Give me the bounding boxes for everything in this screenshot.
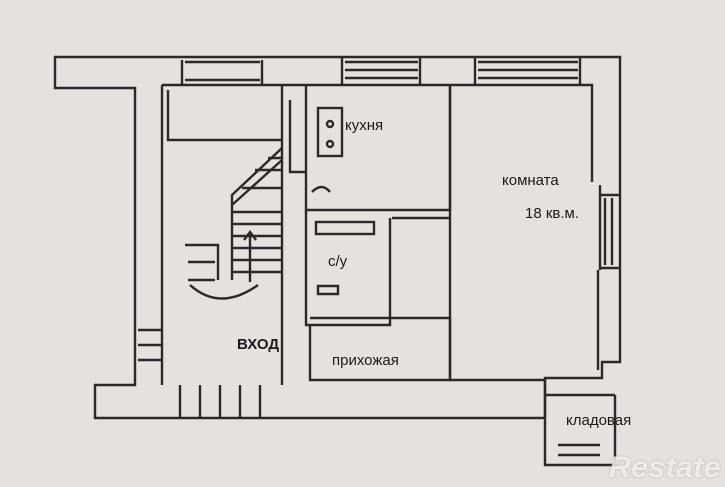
room-label-living: комната [502,172,559,189]
kitchen-wall [304,85,452,212]
stair-arrow [243,230,257,282]
window-right [600,193,620,270]
storage-door [558,443,600,457]
door-divider [310,216,450,320]
bath-tub [314,220,376,236]
room-label-bathroom: с/у [328,253,348,270]
window-top-left [180,60,264,85]
window-top-mid [340,57,422,85]
window-top-right [473,57,582,85]
room-label-kitchen: кухня [345,117,384,134]
sink [311,185,331,193]
hallway-wall [308,318,452,382]
stairwell-inner-wall [166,90,282,142]
toilet [316,284,340,296]
storage-wall [543,393,617,467]
stair-landing [185,243,220,282]
room-area-living: 18 кв.м. [525,205,580,222]
kitchen-stove [316,106,344,158]
living-room-wall [448,85,602,418]
bathroom-wall [304,210,392,327]
entrance-steps [138,328,262,418]
watermark-logo: Restate [609,451,721,484]
room-label-entrance: ВХОД [237,336,280,353]
room-label-storage: кладовая [566,412,632,429]
room-label-hallway: прихожая [332,352,399,369]
staircase [230,147,283,280]
kitchen-left-wall [288,100,306,174]
stair-curve [189,284,259,300]
